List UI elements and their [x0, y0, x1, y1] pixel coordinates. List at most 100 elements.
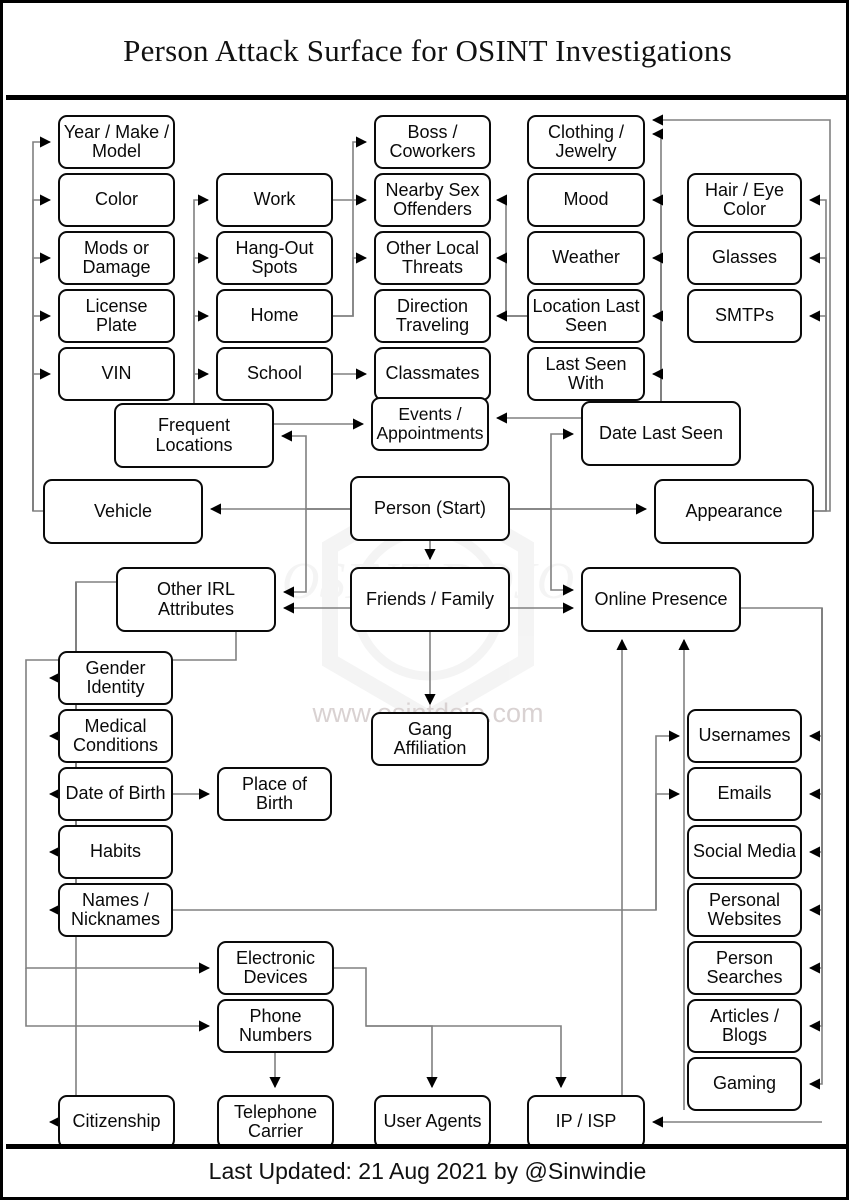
- node-label: Other IRL Attributes: [156, 579, 236, 619]
- node-label: Boss / Coworkers: [389, 121, 476, 161]
- node-last_seen_with[interactable]: Last Seen With: [527, 347, 645, 401]
- node-label: Direction Traveling: [395, 295, 470, 335]
- node-label: Frequent Locations: [155, 415, 233, 455]
- node-boss_coworkers[interactable]: Boss / Coworkers: [374, 115, 491, 169]
- node-work[interactable]: Work: [216, 173, 333, 227]
- node-ip_isp[interactable]: IP / ISP: [527, 1095, 645, 1149]
- node-label: Date Last Seen: [598, 422, 724, 443]
- node-label: Home: [250, 305, 299, 326]
- node-label: Hair / Eye Color: [704, 179, 785, 219]
- node-emails[interactable]: Emails: [687, 767, 802, 821]
- node-weather[interactable]: Weather: [527, 231, 645, 285]
- node-home[interactable]: Home: [216, 289, 333, 343]
- node-label: Phone Numbers: [238, 1005, 313, 1045]
- node-hangout_spots[interactable]: Hang-Out Spots: [216, 231, 333, 285]
- node-social_media[interactable]: Social Media: [687, 825, 802, 879]
- node-label: Location Last Seen: [532, 295, 640, 335]
- node-electronic_dev[interactable]: Electronic Devices: [217, 941, 334, 995]
- node-online_presence[interactable]: Online Presence: [581, 567, 741, 632]
- node-personal_sites[interactable]: Personal Websites: [687, 883, 802, 937]
- node-label: Gaming: [712, 1073, 777, 1094]
- node-location_last[interactable]: Location Last Seen: [527, 289, 645, 343]
- node-label: School: [246, 363, 303, 384]
- node-label: Citizenship: [72, 1111, 161, 1132]
- node-label: Articles / Blogs: [709, 1005, 779, 1045]
- node-label: Color: [94, 189, 138, 210]
- node-label: Classmates: [385, 363, 480, 384]
- node-telephone_carr[interactable]: Telephone Carrier: [217, 1095, 334, 1149]
- node-label: SMTPs: [714, 305, 774, 326]
- node-user_agents[interactable]: User Agents: [374, 1095, 491, 1149]
- node-label: Telephone Carrier: [233, 1101, 318, 1141]
- node-label: Weather: [552, 247, 620, 268]
- node-label: Habits: [89, 841, 142, 862]
- node-frequent_loc[interactable]: Frequent Locations: [114, 403, 274, 468]
- node-label: Online Presence: [594, 588, 728, 609]
- node-person_searches[interactable]: Person Searches: [687, 941, 802, 995]
- node-nearby_sex_off[interactable]: Nearby Sex Offenders: [374, 173, 491, 227]
- node-school[interactable]: School: [216, 347, 333, 401]
- diagram-canvas: OSINT DOJO www.osintdojo.com: [6, 100, 846, 1150]
- node-glasses[interactable]: Glasses: [687, 231, 802, 285]
- node-phone_numbers[interactable]: Phone Numbers: [217, 999, 334, 1053]
- node-label: Last Seen With: [545, 353, 627, 393]
- node-appearance[interactable]: Appearance: [654, 479, 814, 544]
- node-label: Electronic Devices: [235, 947, 316, 987]
- node-label: Date of Birth: [65, 783, 166, 804]
- node-label: Mood: [563, 189, 609, 210]
- node-gang_affiliation[interactable]: Gang Affiliation: [371, 712, 489, 766]
- node-label: Nearby Sex Offenders: [385, 179, 480, 219]
- node-gender_identity[interactable]: Gender Identity: [58, 651, 173, 705]
- node-label: Friends / Family: [365, 588, 495, 609]
- node-articles_blogs[interactable]: Articles / Blogs: [687, 999, 802, 1053]
- node-other_threats[interactable]: Other Local Threats: [374, 231, 491, 285]
- node-label: Place of Birth: [241, 773, 308, 813]
- node-label: IP / ISP: [555, 1111, 617, 1132]
- node-date_last_seen[interactable]: Date Last Seen: [581, 401, 741, 466]
- node-other_irl[interactable]: Other IRL Attributes: [116, 567, 276, 632]
- node-friends_family[interactable]: Friends / Family: [350, 567, 510, 632]
- page-footer: Last Updated: 21 Aug 2021 by @Sinwindie: [6, 1144, 846, 1194]
- node-label: Mods or Damage: [82, 237, 151, 277]
- last-updated-text: Last Updated: 21 Aug 2021 by @Sinwindie: [208, 1158, 647, 1184]
- node-label: Gang Affiliation: [393, 718, 467, 758]
- page-header: Person Attack Surface for OSINT Investig…: [6, 6, 846, 100]
- node-gaming[interactable]: Gaming: [687, 1057, 802, 1111]
- node-label: Year / Make / Model: [63, 121, 170, 161]
- node-label: Gender Identity: [85, 657, 146, 697]
- node-hair_eye_color[interactable]: Hair / Eye Color: [687, 173, 802, 227]
- node-mods_damage[interactable]: Mods or Damage: [58, 231, 175, 285]
- node-color[interactable]: Color: [58, 173, 175, 227]
- node-place_of_birth[interactable]: Place of Birth: [217, 767, 332, 821]
- node-label: Usernames: [698, 725, 791, 746]
- node-citizenship[interactable]: Citizenship: [58, 1095, 175, 1149]
- node-direction_travel[interactable]: Direction Traveling: [374, 289, 491, 343]
- node-year_make_model[interactable]: Year / Make / Model: [58, 115, 175, 169]
- node-habits[interactable]: Habits: [58, 825, 173, 879]
- node-label: Personal Websites: [707, 889, 782, 929]
- node-label: Social Media: [692, 841, 797, 862]
- node-vehicle[interactable]: Vehicle: [43, 479, 203, 544]
- node-date_of_birth[interactable]: Date of Birth: [58, 767, 173, 821]
- node-mood[interactable]: Mood: [527, 173, 645, 227]
- node-label: Clothing / Jewelry: [547, 121, 625, 161]
- node-label: Names / Nicknames: [70, 889, 161, 929]
- page-title: Person Attack Surface for OSINT Investig…: [123, 32, 732, 68]
- node-clothing_jewelry[interactable]: Clothing / Jewelry: [527, 115, 645, 169]
- node-label: License Plate: [85, 295, 148, 335]
- node-label: VIN: [101, 363, 132, 384]
- node-usernames[interactable]: Usernames: [687, 709, 802, 763]
- node-events_appts[interactable]: Events / Appointments: [371, 397, 489, 451]
- node-smtps[interactable]: SMTPs: [687, 289, 802, 343]
- node-medical_cond[interactable]: Medical Conditions: [58, 709, 173, 763]
- node-classmates[interactable]: Classmates: [374, 347, 491, 401]
- node-vin[interactable]: VIN: [58, 347, 175, 401]
- node-label: Person Searches: [706, 947, 783, 987]
- node-license_plate[interactable]: License Plate: [58, 289, 175, 343]
- node-label: Hang-Out Spots: [235, 237, 314, 277]
- node-label: User Agents: [383, 1111, 482, 1132]
- node-person_start[interactable]: Person (Start): [350, 476, 510, 541]
- node-label: Appearance: [685, 500, 783, 521]
- node-names_nicknames[interactable]: Names / Nicknames: [58, 883, 173, 937]
